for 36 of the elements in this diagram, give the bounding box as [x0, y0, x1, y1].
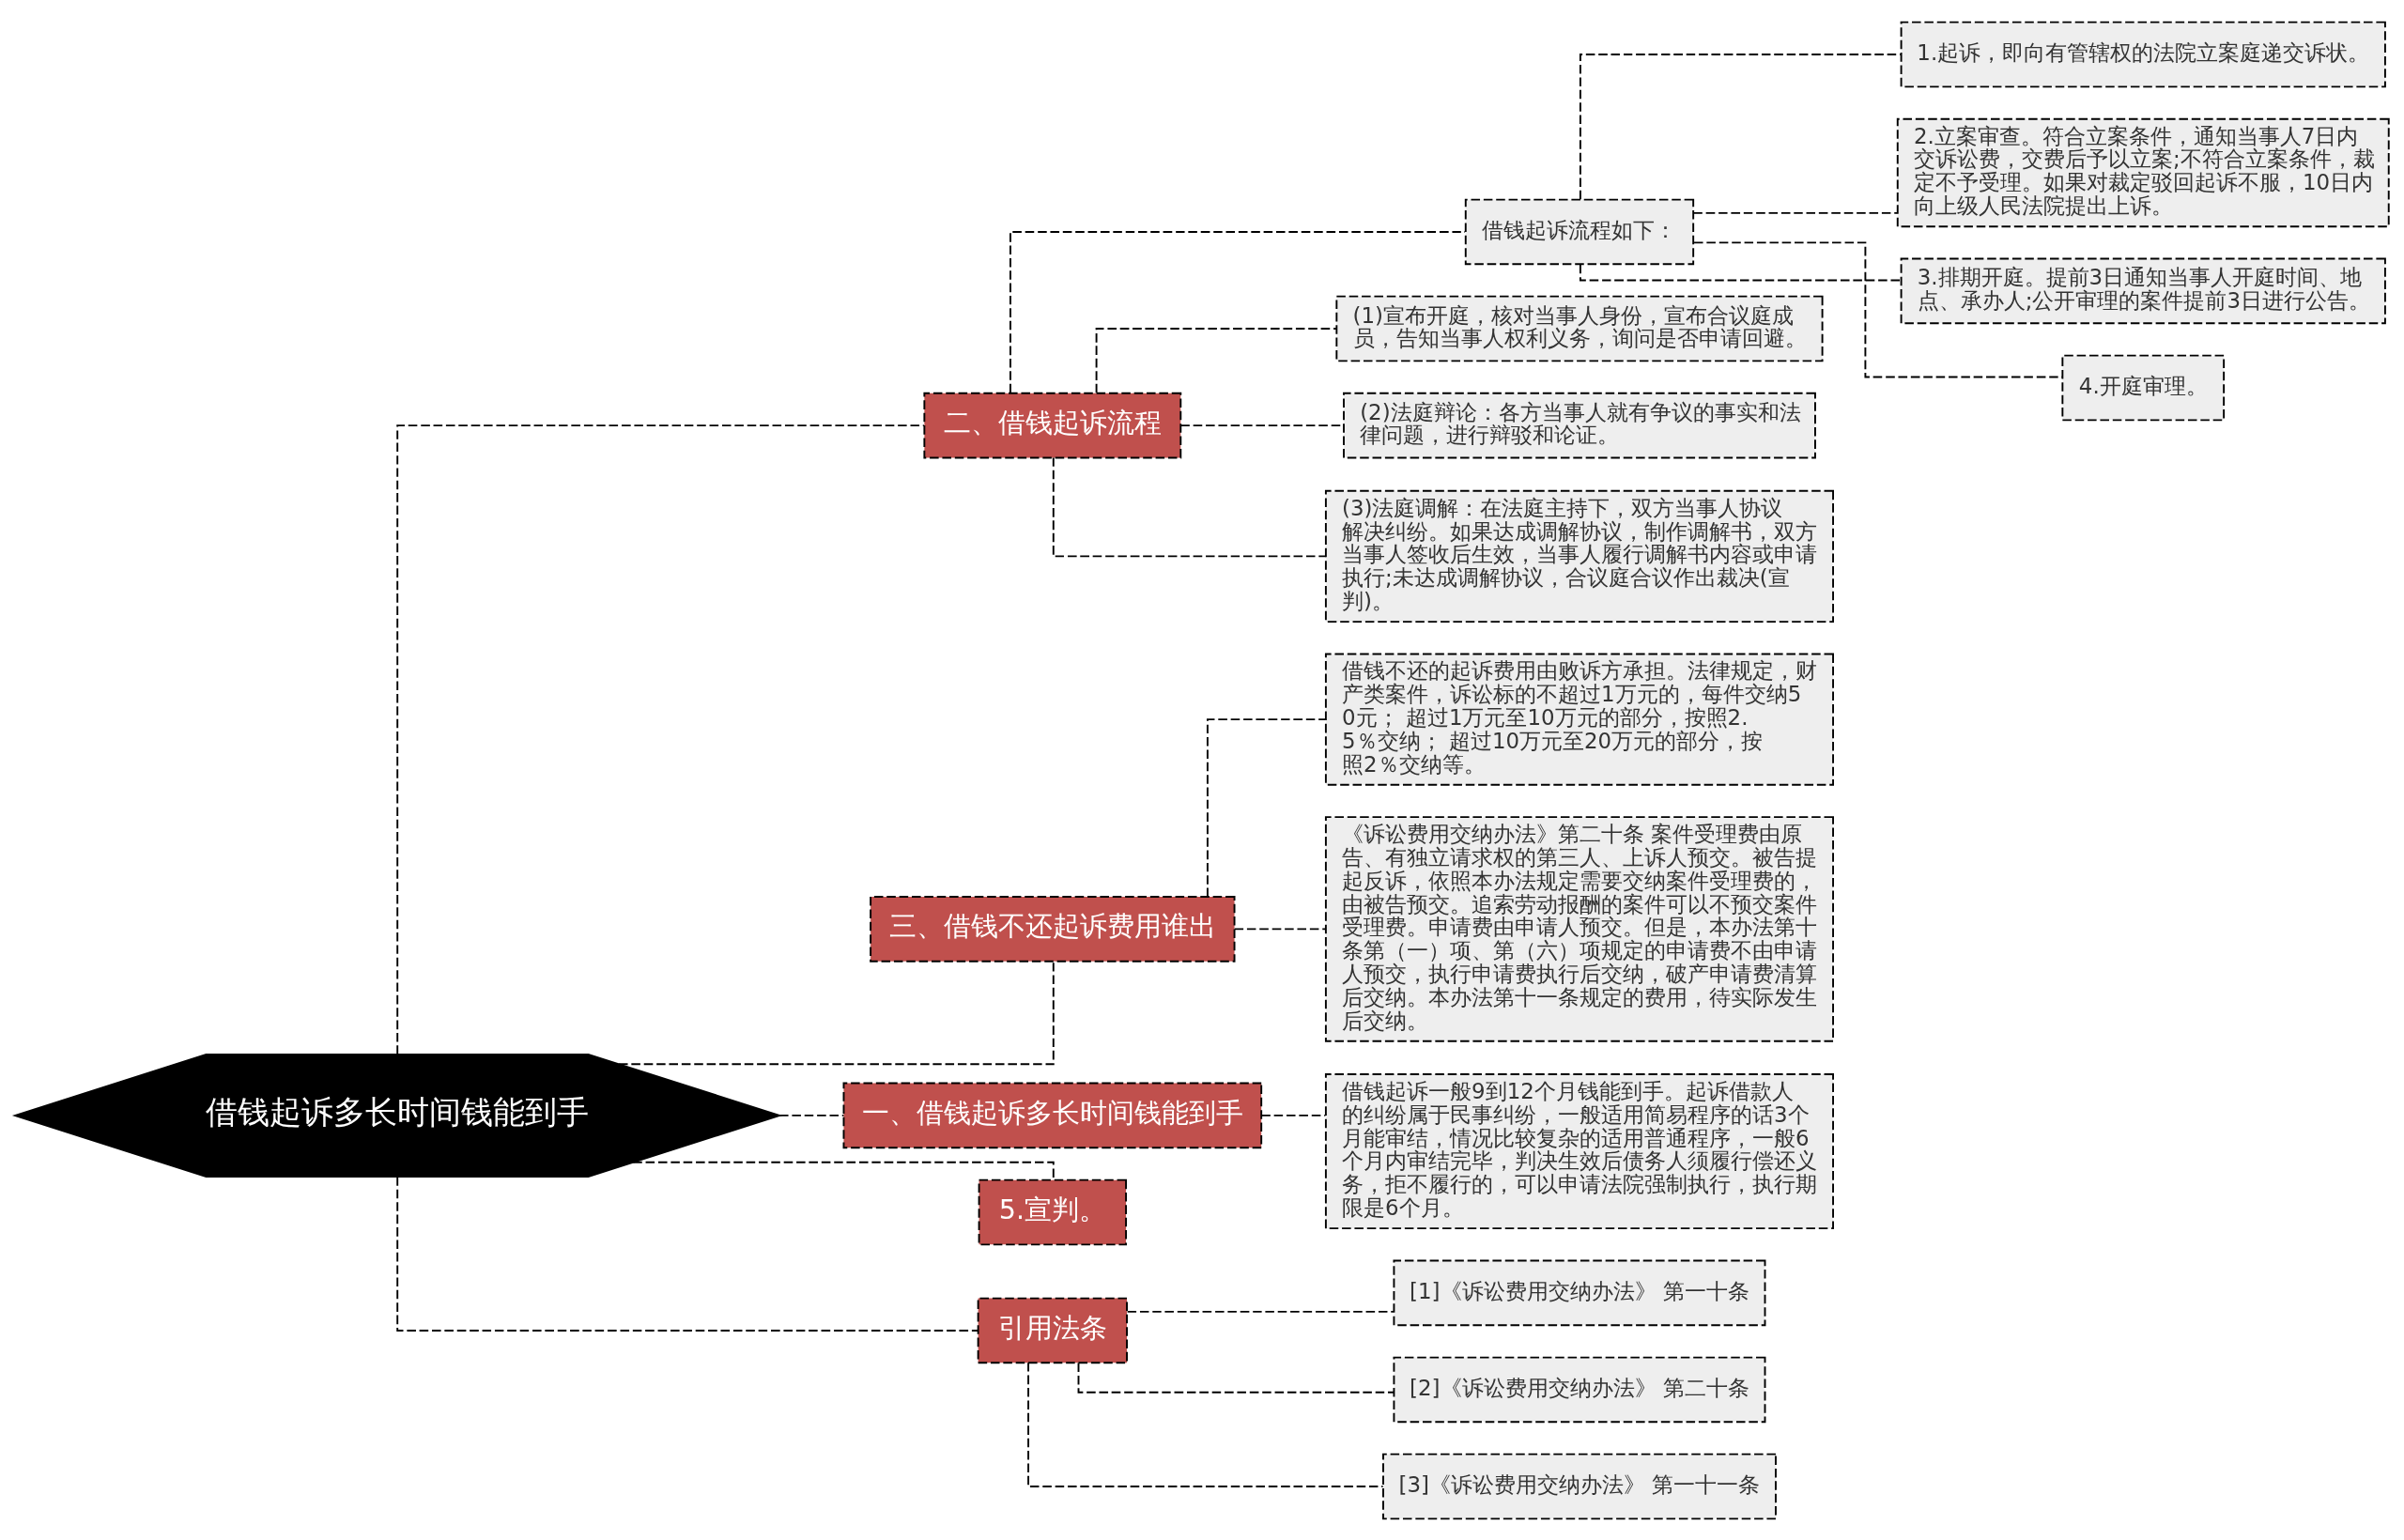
connector	[778, 1114, 845, 1116]
connector	[1233, 927, 1327, 930]
connector	[1126, 1310, 1395, 1313]
connector	[1052, 456, 1327, 557]
node-box: 《诉讼费用交纳办法》第二十条 案件受理费由原告、有独立请求权的第三人、上诉人预交。被告提起反诉，依照本办法规定需要交纳案件受理费的，由被告预交。追索劳动报酬的案件可以不预交案件受理费。申请费由申请人预交。但是，本办法第十条第（一）项、第（六）项规定的申请费不由申请人预交，执行申请费执行后交纳，破产申请费清算后交纳。本办法第十一条规定的费用，待实际发生后交纳。	[1324, 815, 1834, 1042]
node-box: 借钱起诉一般9到12个月钱能到手。起诉借款人的纠纷属于民事纠纷，一般适用简易程序的话3个月能审结，情况比较复杂的适用普通程序，一般6个月内审结完毕，判决生效后债务人须履行偿还义务，拒不履行的，可以申请法院强制执行，执行期限是6个月。	[1324, 1072, 1834, 1229]
connector	[1077, 1361, 1395, 1394]
connector	[396, 1176, 979, 1332]
node-box: 三、借钱不还起诉费用谁出	[870, 895, 1236, 962]
node-box: (3)法庭调解：在法庭主持下，双方当事人协议解决纠纷。如果达成调解协议，制作调解书，双方当事人签收后生效，当事人履行调解书内容或申请执行;未达成调解协议，合议庭合议作出裁决(宣判)。	[1324, 489, 1834, 623]
connector	[396, 424, 925, 1055]
connector	[618, 960, 1055, 1065]
node-box: 引用法条	[977, 1297, 1128, 1363]
node-box: 3.排期开庭。提前3日通知当事人开庭时间、地点、承办人;公开审理的案件提前3日进行公告。	[1900, 257, 2386, 324]
node-box: (2)法庭辩论：各方当事人就有争议的事实和法律问题，进行辩驳和论证。	[1343, 392, 1816, 458]
connector	[1009, 230, 1467, 393]
connector	[1095, 327, 1338, 393]
node-box: 借钱起诉流程如下：	[1464, 198, 1695, 265]
connector	[1260, 1114, 1327, 1116]
node-box: 4.开庭审理。	[2061, 354, 2226, 421]
connector	[1027, 1361, 1384, 1487]
node-box: (1)宣布开庭，核对当事人身份，宣布合议庭成员，告知当事人权利义务，询问是否申请回避。	[1335, 295, 1824, 362]
node-box: [2]《诉讼费用交纳办法》 第二十条	[1393, 1356, 1766, 1423]
node-box: 二、借钱起诉流程	[923, 392, 1182, 458]
node-box: [3]《诉讼费用交纳办法》 第一十一条	[1382, 1453, 1777, 1519]
node-box: 2.立案审查。符合立案条件，通知当事人7日内交诉讼费，交费后予以立案;不符合立案条件，裁定不予受理。如果对裁定驳回起诉不服，10日内向上级人民法院提出上诉。	[1896, 117, 2390, 227]
connector	[1693, 240, 2063, 377]
connector	[1579, 53, 1902, 200]
node-box: 借钱不还的起诉费用由败诉方承担。法律规定，财产类案件，诉讼标的不超过1万元的，每件交纳50元； 超过1万元至10万元的部分，按照2.5％交纳； 超过10万元至20万元的部分，按照2％交纳等。	[1324, 653, 1834, 786]
node-box: 1.起诉，即向有管辖权的法院立案庭递交诉状。	[1900, 21, 2386, 87]
connector	[1692, 211, 1899, 214]
node-box: 5.宣判。	[978, 1178, 1128, 1245]
connector	[632, 1161, 1055, 1180]
connector	[1206, 717, 1327, 898]
node-box: 一、借钱起诉多长时间钱能到手	[842, 1082, 1263, 1148]
node-box: [1]《诉讼费用交纳办法》 第一十条	[1393, 1259, 1766, 1326]
